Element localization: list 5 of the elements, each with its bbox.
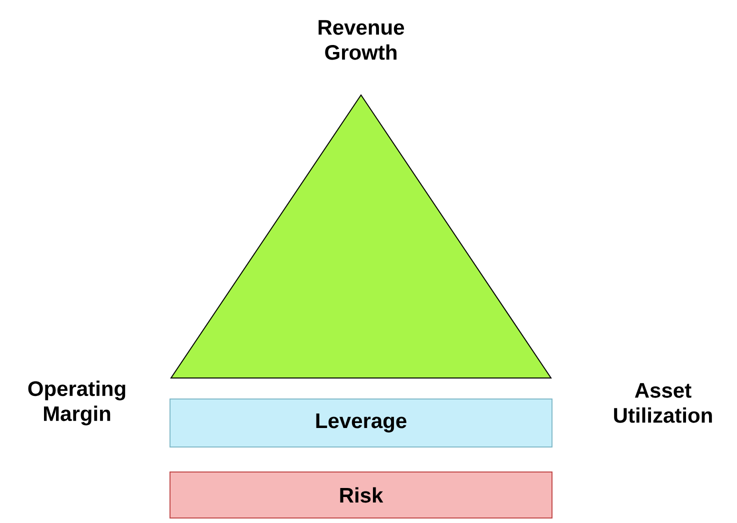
corner-label: Operating Margin xyxy=(28,380,126,426)
corner-label: Asset Utilization xyxy=(614,383,712,423)
corner-label: Revenue Growth xyxy=(318,20,404,60)
label-box: Leverage xyxy=(170,398,552,448)
label-box: Risk xyxy=(170,472,552,518)
